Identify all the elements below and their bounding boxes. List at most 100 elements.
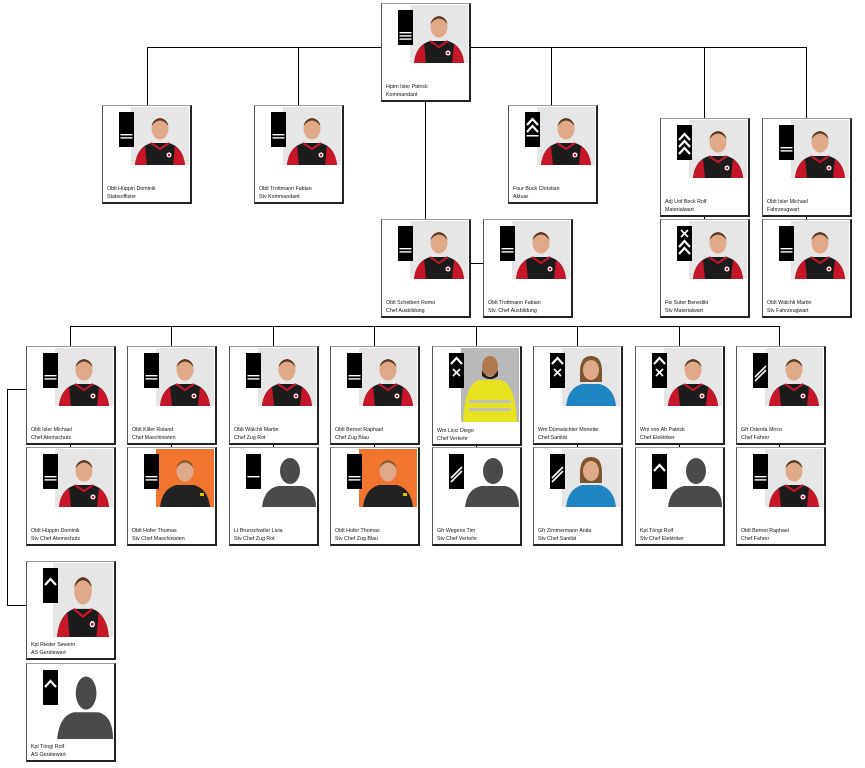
connector-line <box>147 47 806 48</box>
rank-insignia-icon <box>753 454 768 489</box>
person-role: Chef Verkehr <box>437 436 468 442</box>
person-role: Chef Sanität <box>538 435 568 441</box>
person-name: Hptm Isler Patrick <box>386 84 428 90</box>
connector-line <box>70 326 71 346</box>
rank-insignia-icon <box>550 454 565 489</box>
rank-insignia-icon <box>271 112 286 147</box>
person-role: Chef Ausbildung <box>386 308 425 314</box>
person-name: Oblt Bernet Raphael <box>741 528 789 534</box>
person-role: Chef Maschinisten <box>132 435 176 441</box>
person-role: Chef Elektriker <box>640 435 675 441</box>
person-role: Stv Chef Atemschutz <box>31 536 81 542</box>
person-role: Stv Chef Verkehr <box>437 536 478 542</box>
connector-line <box>7 389 8 605</box>
person-role: Chef Zug Rot <box>234 435 266 441</box>
portrait-photo <box>689 120 747 178</box>
connector-line <box>779 444 780 447</box>
connector-line <box>374 326 375 346</box>
connector-line <box>704 215 705 219</box>
portrait-photo <box>791 120 849 178</box>
person-role: Fahrzeugwart <box>767 207 800 213</box>
portrait-photo <box>765 449 823 507</box>
person-role: Stv Fahrzeugwart <box>767 308 809 314</box>
person-role: Kommandant <box>386 92 418 98</box>
person-role: Stv Chef Sanität <box>538 536 577 542</box>
connector-line <box>171 444 172 447</box>
connector-line <box>374 444 375 447</box>
person-name: Lt Brunschwiler Livia <box>234 528 283 534</box>
person-role: AS Gerätewart <box>31 752 66 758</box>
person-role: Materialwart <box>665 207 694 213</box>
person-name: Oblt Isler Michael <box>31 427 72 433</box>
connector-line <box>7 389 26 390</box>
person-role: Chef Fahrer <box>741 435 770 441</box>
portrait-photo <box>156 449 214 507</box>
person-role: Chef Fahrer <box>741 536 770 542</box>
rank-insignia-icon <box>779 125 794 160</box>
portrait-photo <box>512 221 570 279</box>
portrait-photo <box>689 221 747 279</box>
person-name: Oblt Hofer Thomas <box>335 528 380 534</box>
person-role: Stv Chef Elektriker <box>640 536 684 542</box>
person-name: Kpl Töngi Rolf <box>640 528 674 534</box>
rank-insignia-icon <box>347 454 362 489</box>
connector-line <box>806 215 807 219</box>
rank-insignia-icon <box>753 353 768 388</box>
connector-line <box>298 47 299 105</box>
rank-insignia-icon <box>449 454 464 489</box>
placeholder-avatar-icon <box>664 449 722 507</box>
placeholder-avatar-icon <box>461 449 519 507</box>
connector-line <box>171 326 172 346</box>
portrait-photo <box>359 449 417 507</box>
rank-insignia-icon <box>246 454 261 489</box>
person-role: Chef Zug Blau <box>335 435 369 441</box>
rank-insignia-icon <box>246 353 261 388</box>
connector-line <box>471 263 483 264</box>
person-name: Four Buck Christian <box>513 186 560 192</box>
connector-line <box>7 605 26 606</box>
rank-insignia-icon <box>779 226 794 261</box>
connector-line <box>704 47 705 118</box>
person-role: Stv Chef Zug Rot <box>234 536 275 542</box>
person-role: Stv. Chef Ausbildung <box>488 308 537 314</box>
connector-line <box>425 101 426 219</box>
person-name: Oblt Hofer Thomas <box>132 528 177 534</box>
portrait-photo <box>562 449 620 507</box>
person-name: Oblt Bernet Raphael <box>335 427 383 433</box>
person-name: Oblt Killer Roland <box>132 427 174 433</box>
person-card: Kpl Töngi Rolf AS Gerätewart <box>26 663 116 762</box>
rank-insignia-icon <box>500 226 515 261</box>
connector-line <box>476 326 477 346</box>
rank-insignia-icon <box>677 226 692 261</box>
portrait-photo <box>131 107 189 165</box>
person-name: Fw Suter Benedikt <box>665 300 709 306</box>
connector-line <box>577 444 578 447</box>
person-name: Kpl Töngi Rolf <box>31 744 65 750</box>
connector-line <box>679 326 680 346</box>
person-name: Gfr Zimmermann Anita <box>538 528 592 534</box>
person-name: Oblt Wälchli Martin <box>767 300 812 306</box>
person-role: Stabsoffizier <box>107 194 137 200</box>
connector-line <box>273 326 274 346</box>
person-role: Stv Chef Maschinisten <box>132 536 185 542</box>
rank-insignia-icon <box>449 353 464 388</box>
connector-line <box>551 47 552 105</box>
portrait-photo <box>562 348 620 406</box>
